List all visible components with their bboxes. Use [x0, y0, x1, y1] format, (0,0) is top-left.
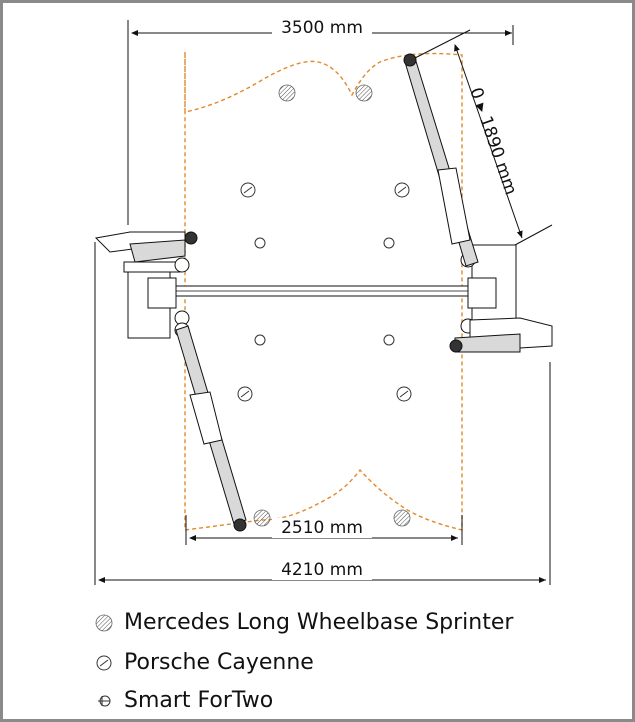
- pad-marker: [254, 334, 266, 346]
- vehicle-footprint-outline: [184, 52, 463, 531]
- lift-arm-bottom-left: [175, 325, 247, 532]
- arm-range-arrow: [454, 44, 523, 239]
- dim-label-arm-range: 0 ▸ 1890 mm: [465, 85, 520, 197]
- porsche-cayenne-pad-icon: [96, 655, 112, 670]
- pad-marker: [278, 84, 296, 102]
- legend-item-smart: Smart ForTwo: [94, 688, 273, 713]
- dim-label-inner-width: 2510 mm: [281, 518, 363, 538]
- dim-label-bg: [272, 17, 372, 39]
- lift-arm-top-left: [94, 231, 198, 263]
- mercedes-sprinter-pad-icon: [95, 614, 113, 631]
- arm-range-ext-top: [414, 29, 471, 59]
- pads-mercedes-sprinter: [253, 84, 411, 527]
- lift-arm-bottom-right: [449, 317, 553, 353]
- left-post: [123, 257, 190, 339]
- legend-item-mercedes: Mercedes Long Wheelbase Sprinter: [94, 610, 513, 635]
- arm-range-ext-bottom: [514, 224, 553, 246]
- smart-fortwo-pad-icon: [98, 695, 111, 706]
- pad-marker: [253, 509, 271, 527]
- pad-marker: [383, 237, 395, 249]
- legend-item-porsche: Porsche Cayenne: [94, 650, 314, 675]
- pad-marker: [383, 334, 395, 346]
- pads-smart-fortwo: [254, 237, 395, 346]
- lift-crossbeam: [139, 285, 511, 297]
- dim-label-overall-width: 4210 mm: [281, 560, 363, 580]
- legend-label: Smart ForTwo: [124, 688, 274, 713]
- lift-arm-top-right: [403, 53, 479, 267]
- pad-marker: [355, 84, 373, 102]
- pads-porsche-cayenne: [237, 182, 412, 402]
- pad-marker: [393, 509, 411, 527]
- legend-label: Mercedes Long Wheelbase Sprinter: [124, 610, 514, 635]
- pad-marker: [254, 237, 266, 249]
- legend-label: Porsche Cayenne: [124, 650, 314, 675]
- dim-label-bg: [272, 558, 372, 580]
- dim-label-bg: [272, 518, 372, 538]
- dim-label-top-width: 3500 mm: [281, 18, 363, 38]
